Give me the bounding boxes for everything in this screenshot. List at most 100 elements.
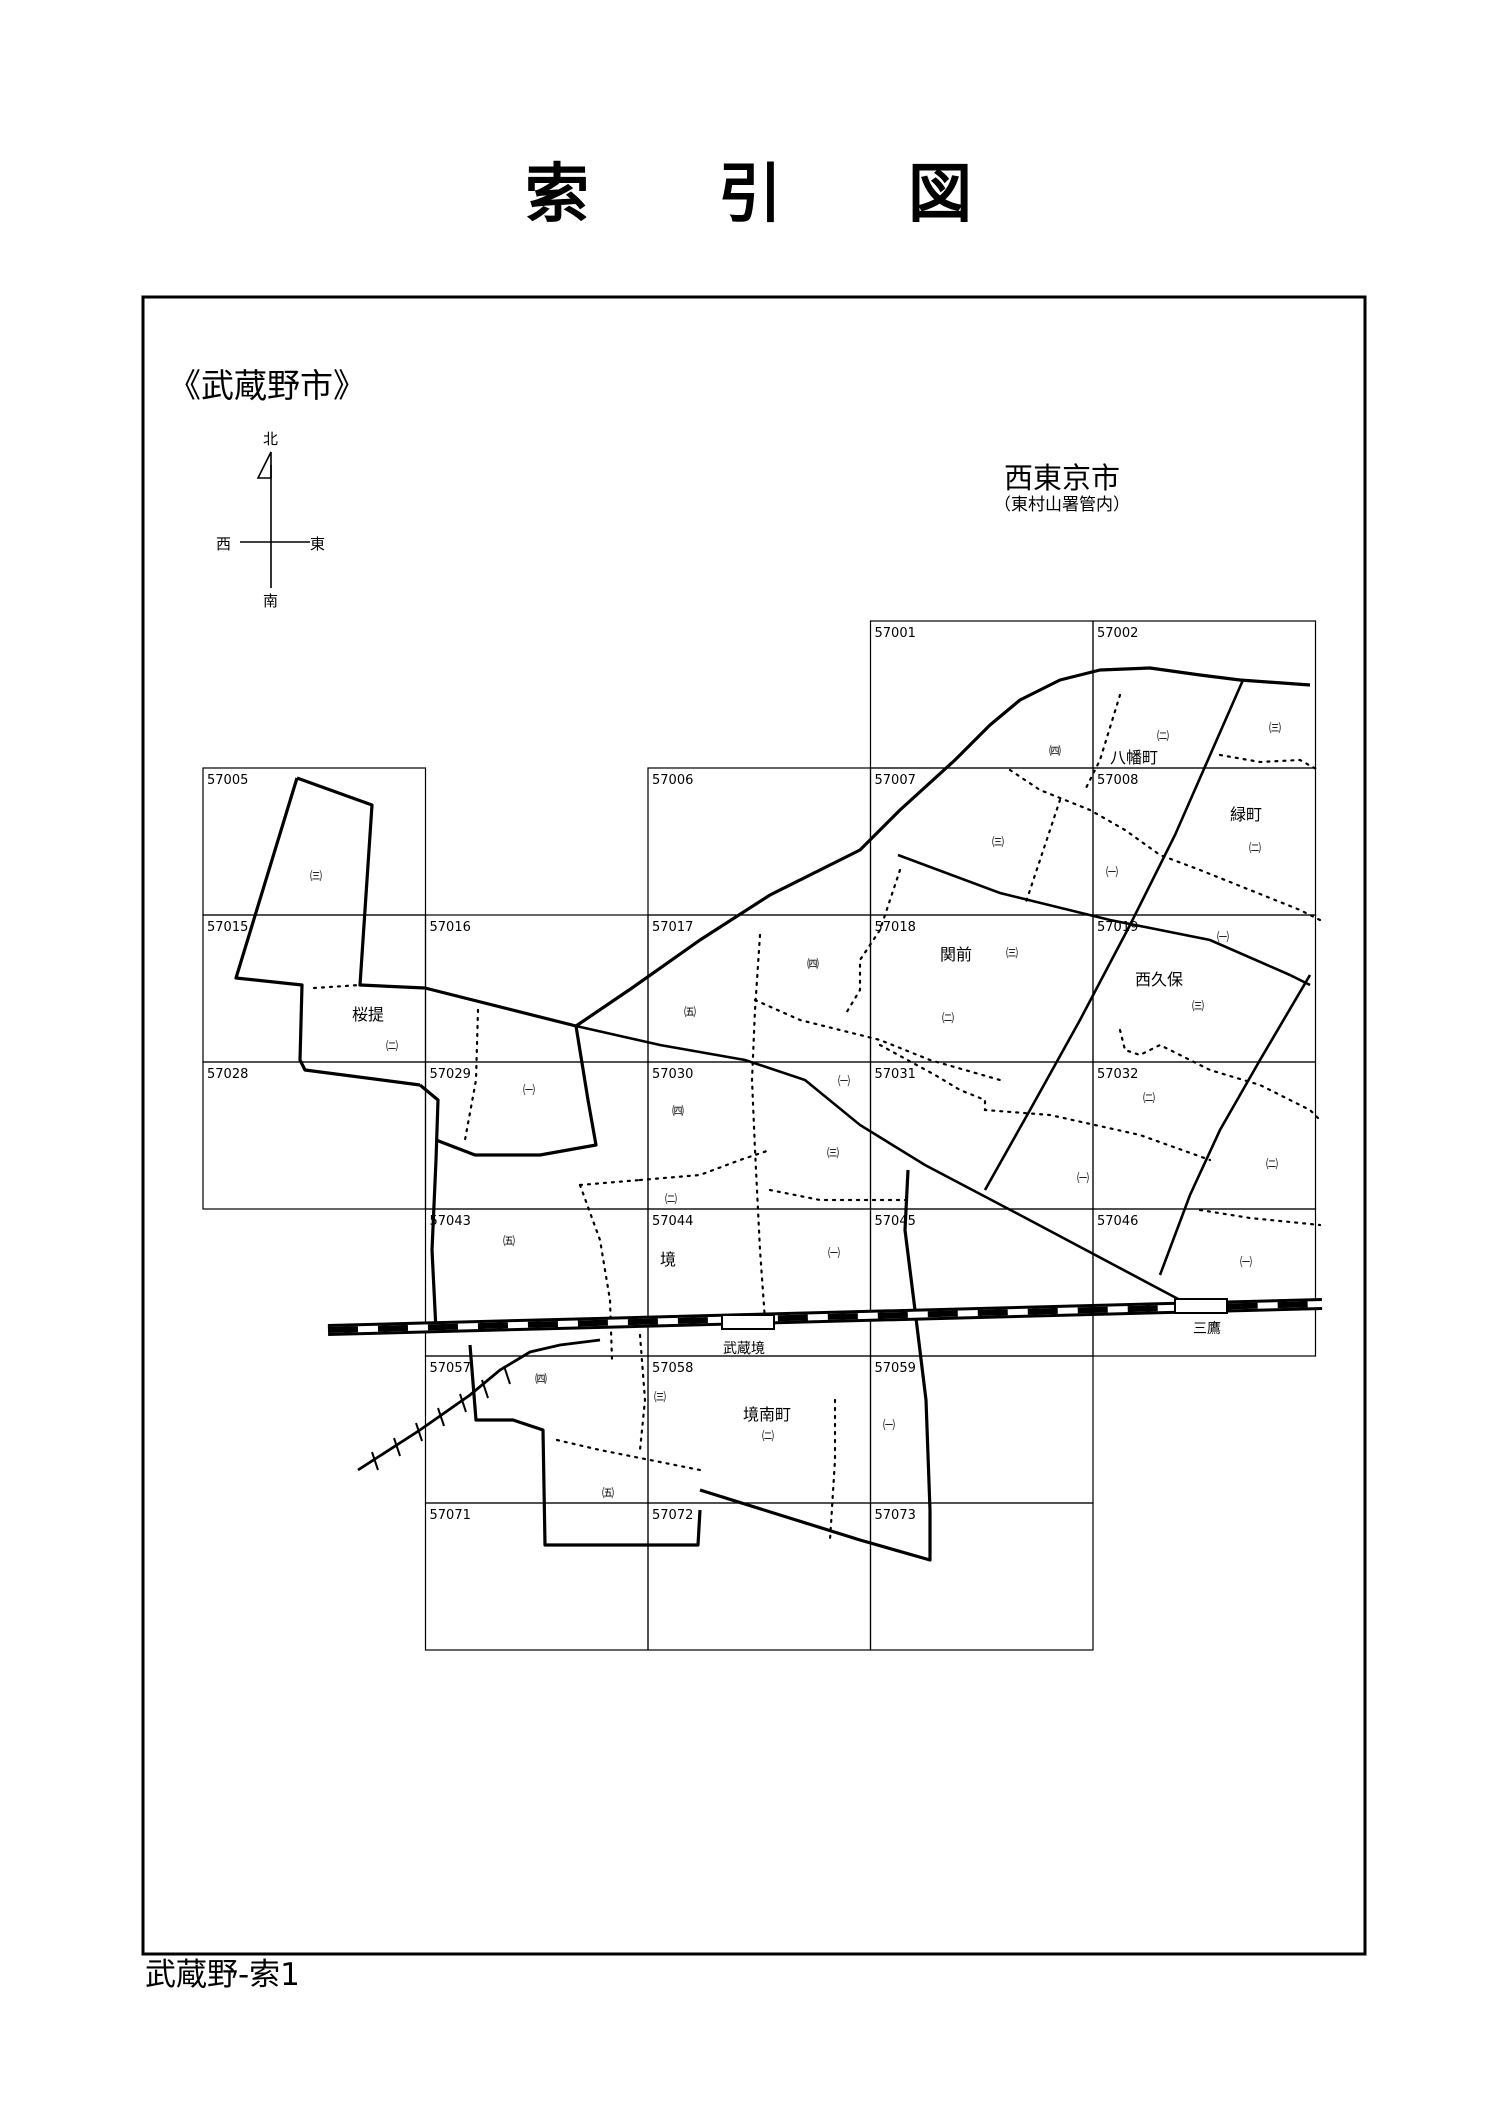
grid-cell-57043 xyxy=(424,1208,649,1357)
city-boundary xyxy=(234,666,1311,1562)
grid-cell-label: 57057 xyxy=(430,1361,471,1376)
chome-label: ㈠ xyxy=(523,1083,535,1097)
compass-west: 西 xyxy=(216,535,231,553)
chome-label: ㈡ xyxy=(942,1011,954,1025)
town-kyonancho: 境南町 xyxy=(743,1405,791,1424)
town-nishikubo: 西久保 xyxy=(1135,970,1183,989)
road-itsukaichi xyxy=(575,1024,1206,1312)
chome-line xyxy=(555,1438,702,1472)
grid-cell-57016 xyxy=(424,914,649,1063)
chome-label: ㈡ xyxy=(386,1039,398,1053)
chome-label: ㈠ xyxy=(883,1418,895,1432)
chome-line xyxy=(1023,798,1062,907)
station-mitaka: 三鷹 xyxy=(1193,1321,1221,1337)
compass-north: 北 xyxy=(263,430,278,448)
grid-cell-57029 xyxy=(424,1061,649,1210)
grid-cell-57018 xyxy=(869,914,1094,1063)
station-musashisakai-marker xyxy=(721,1314,775,1330)
chome-label: ㈡ xyxy=(665,1192,677,1206)
chome-label: ㈠ xyxy=(838,1074,850,1088)
grid-cell-label: 57028 xyxy=(207,1067,248,1082)
chome-label: ㈡ xyxy=(1143,1091,1155,1105)
grid-cell-label: 57016 xyxy=(430,920,471,935)
road-kanmae xyxy=(897,853,1291,977)
grid-cell-57073 xyxy=(869,1502,1094,1651)
chome-label: ㈡ xyxy=(1266,1157,1278,1171)
chome-label: ㈢ xyxy=(310,869,322,883)
map-frame xyxy=(141,295,1367,1956)
town-sakurazutsumi: 桜提 xyxy=(352,1005,384,1024)
boundary-sakura-north xyxy=(296,776,577,1028)
chome-line xyxy=(753,998,1002,1082)
chome-label: ㈢ xyxy=(992,835,1004,849)
grid-cell-label: 57058 xyxy=(652,1361,693,1376)
grid-cell-label: 57029 xyxy=(430,1067,471,1082)
grid-cell-label: 57006 xyxy=(652,773,693,788)
chome-label: ㈡ xyxy=(1249,841,1261,855)
chome-line xyxy=(1118,1028,1322,1122)
chome-line xyxy=(312,983,362,990)
grid-cell-label: 57018 xyxy=(875,920,916,935)
city-label: 《武蔵野市》 xyxy=(168,366,366,405)
grid-cell-57072 xyxy=(647,1502,872,1651)
title-char-3: 図 xyxy=(908,158,972,232)
chome-label: ㈢ xyxy=(827,1146,839,1160)
grid-cell-label: 57008 xyxy=(1097,773,1138,788)
grid-cell-57007 xyxy=(869,767,1094,916)
boundary-sakura-loop xyxy=(234,777,421,1087)
grid-cell-label: 57032 xyxy=(1097,1067,1138,1082)
title-char-1: 索 xyxy=(525,158,589,232)
grid-cell-57002 xyxy=(1092,620,1317,769)
road-midori xyxy=(1128,679,1245,926)
chome-label-layer: ㈢ ㈡ ㈣ ㈡ ㈢ ㈢ ㈠ ㈡ ㈣ ㈢ ㈠ ㈤ ㈡ ㈢ ㈠ ㈣ ㈠ ㈡ ㈢ ㈠ … xyxy=(310,721,1281,1500)
main-roads xyxy=(575,679,1312,1312)
chome-line xyxy=(638,1333,647,1452)
grid-cell-label: 57044 xyxy=(652,1214,693,1229)
boundary-south-west xyxy=(468,1344,702,1547)
chome-label: ㈢ xyxy=(1006,946,1018,960)
grid-cell-57032 xyxy=(1092,1061,1317,1210)
chome-label: ㈡ xyxy=(1157,729,1169,743)
boundary-29 xyxy=(435,1025,598,1157)
grid-cell-label: 57005 xyxy=(207,773,248,788)
grid-cell-57046 xyxy=(1092,1208,1317,1357)
grid-cell-57005 xyxy=(202,767,427,916)
grid-cell-57028 xyxy=(202,1061,427,1210)
railway-seibu-line xyxy=(357,1338,601,1472)
grid-cell-57006 xyxy=(647,767,872,916)
chome-label: ㈢ xyxy=(1269,721,1281,735)
grid-cell-label: 57030 xyxy=(652,1067,693,1082)
chome-label: ㈡ xyxy=(762,1429,774,1443)
neighbor-city-note: （東村山署管内） xyxy=(994,495,1130,515)
grid-cell-label: 57045 xyxy=(875,1214,916,1229)
chome-line xyxy=(578,1183,614,1362)
boundary-west xyxy=(418,1083,440,1331)
chome-label: ㈤ xyxy=(602,1486,614,1500)
grid-cell-label: 57073 xyxy=(875,1508,916,1523)
grid-cell-57031 xyxy=(869,1061,1094,1210)
grid-cell-label: 57017 xyxy=(652,920,693,935)
chome-line xyxy=(1198,1208,1322,1227)
grid-cell-label: 57001 xyxy=(875,626,916,641)
chome-label: ㈢ xyxy=(1192,999,1204,1013)
title-char-2: 引 xyxy=(718,158,782,232)
grid-cell-label: 57031 xyxy=(875,1067,916,1082)
compass-east: 東 xyxy=(310,535,325,553)
chome-label: ㈠ xyxy=(1106,865,1118,879)
grid-cell-label: 57059 xyxy=(875,1361,916,1376)
chome-line xyxy=(828,1398,837,1542)
chome-label: ㈣ xyxy=(1049,744,1061,758)
chome-line xyxy=(768,1188,910,1202)
chome-line xyxy=(578,1178,642,1187)
grid-cell-57059 xyxy=(869,1355,1094,1504)
chome-boundaries xyxy=(312,693,1322,1542)
town-midoricho: 緑町 xyxy=(1230,805,1262,824)
chome-label: ㈠ xyxy=(1240,1255,1252,1269)
grid-cell-label: 57072 xyxy=(652,1508,693,1523)
neighbor-city-name: 西東京市 xyxy=(1004,461,1120,495)
town-sekimae: 関前 xyxy=(940,945,972,964)
road-east xyxy=(1158,974,1312,1276)
chome-label: ㈤ xyxy=(684,1005,696,1019)
grid-cell-label: 57015 xyxy=(207,920,248,935)
